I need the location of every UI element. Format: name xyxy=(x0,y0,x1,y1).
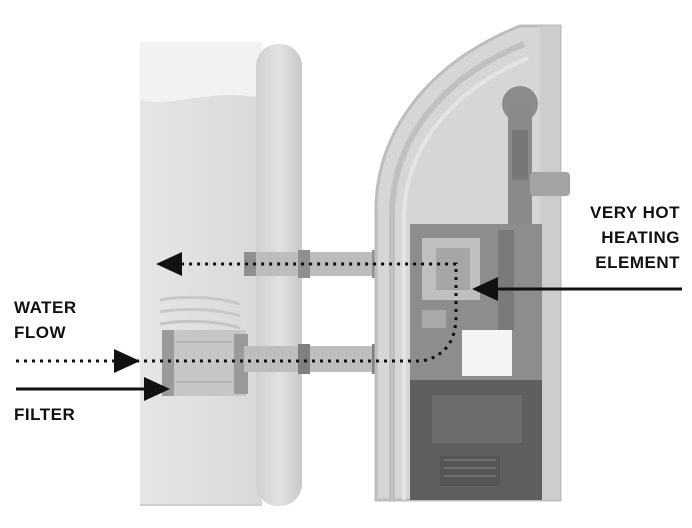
filter-label: FILTER xyxy=(14,405,76,424)
heating-label-line3: ELEMENT xyxy=(595,253,680,272)
heating-arrowhead xyxy=(472,277,498,301)
water-tank xyxy=(140,42,262,506)
water-flow-path xyxy=(16,262,458,363)
water-label-line1: WATER xyxy=(14,298,77,317)
heater-base xyxy=(410,380,542,500)
heater-mechanism xyxy=(410,86,570,380)
water-inflow-arrowhead xyxy=(114,349,140,373)
water-flow-label: WATER FLOW xyxy=(14,295,77,345)
heating-label-line2: HEATING xyxy=(601,228,680,247)
water-return-arrowhead xyxy=(156,252,182,276)
heating-label-line1: VERY HOT xyxy=(590,203,680,222)
water-label-line2: FLOW xyxy=(14,323,67,342)
filter-arrowhead xyxy=(144,377,170,401)
heating-element-label: VERY HOT HEATING ELEMENT xyxy=(590,200,680,275)
